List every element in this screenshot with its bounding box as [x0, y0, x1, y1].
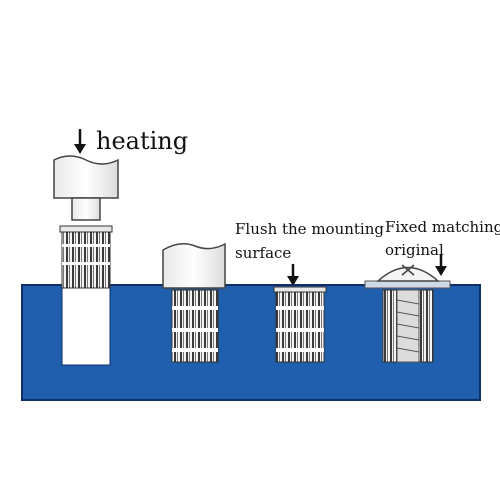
fixed-label-line2: original — [385, 241, 444, 259]
heating-label: heating — [96, 127, 189, 155]
flush-label-line1: Flush the mounting — [235, 220, 384, 238]
down-arrow-icon — [435, 254, 447, 276]
down-arrow-icon — [287, 264, 299, 286]
heating-nozzle — [71, 197, 101, 221]
flush-label-line2: surface — [235, 244, 292, 262]
mounting-hole — [61, 284, 111, 366]
mating-plate — [364, 280, 451, 289]
stage-flush — [273, 264, 327, 363]
stage-fastened — [364, 254, 451, 363]
fixed-label-line1: Fixed matching — [385, 218, 500, 236]
brass-insert — [382, 289, 434, 363]
heating-tip-icon — [53, 155, 119, 199]
stage-heating — [53, 129, 119, 366]
down-arrow-icon — [74, 129, 86, 154]
stage-pressing — [162, 242, 226, 363]
press-head-icon — [162, 242, 226, 289]
brass-insert — [59, 225, 113, 289]
brass-insert — [273, 286, 327, 363]
brass-insert — [171, 289, 219, 363]
